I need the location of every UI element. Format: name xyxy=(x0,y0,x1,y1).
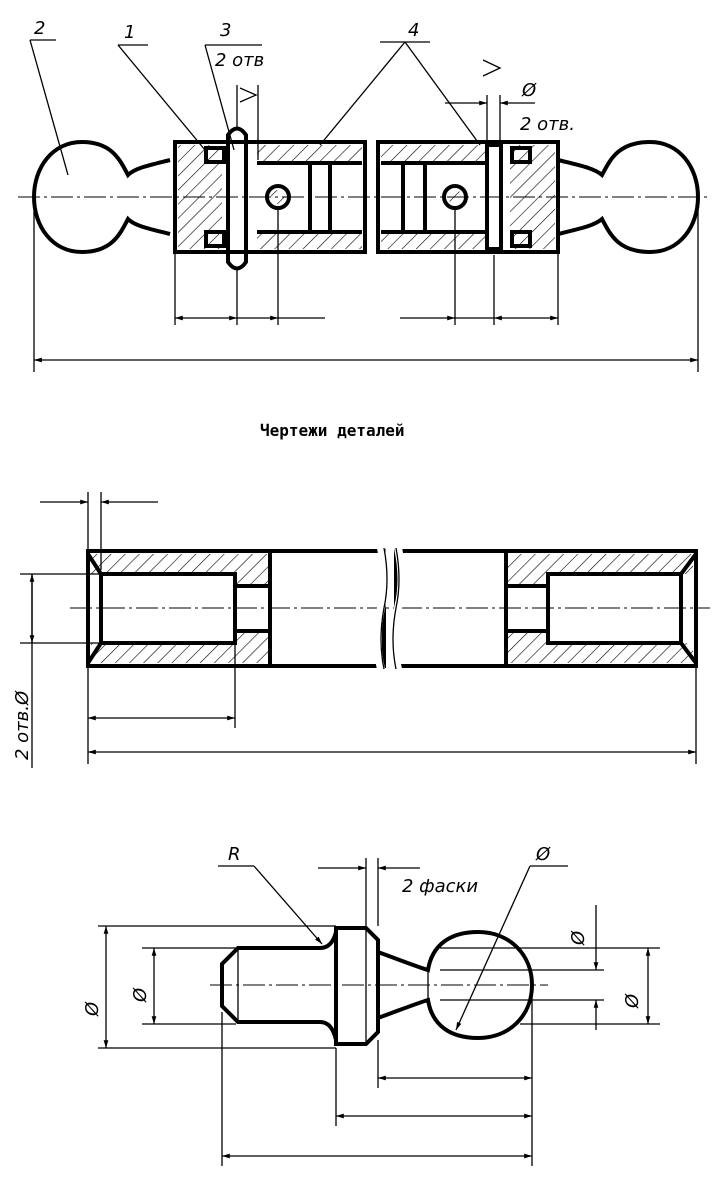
callout-2: 2 xyxy=(34,18,45,39)
neck-diameter-label: Ø xyxy=(568,930,589,946)
callout-4: 4 xyxy=(408,20,419,41)
pin-holes-right-note: 2 отв. xyxy=(520,114,575,135)
left-coupling-section xyxy=(173,126,367,271)
callout-1: 1 xyxy=(124,22,135,43)
tube-part: 2 отв.Ø xyxy=(12,492,710,768)
collar-diameter-label: Ø xyxy=(82,1001,103,1017)
ball-stud-part: R 2 фаски Ø Ø Ø Ø Ø xyxy=(82,844,660,1166)
right-coupling-section xyxy=(376,140,560,254)
assembly-dimensions xyxy=(29,39,699,372)
pin-holes-left-note: 2 отв xyxy=(215,50,264,71)
callout-3: 3 xyxy=(220,20,231,41)
shank-diameter-label: Ø xyxy=(130,987,151,1003)
radius-label: R xyxy=(228,844,241,865)
section-title: Чертежи деталей xyxy=(260,421,405,440)
tube-holes-note: 2 отв.Ø xyxy=(12,690,33,760)
right-ball-end xyxy=(557,139,701,255)
ball-diameter-label: Ø xyxy=(535,844,551,865)
left-ball-end xyxy=(31,139,171,255)
assembly-view: 2 1 3 2 отв 4 Ø 2 отв. xyxy=(18,18,710,372)
ball-width-label: Ø xyxy=(622,993,643,1009)
chamfers-label: 2 фаски xyxy=(402,876,478,897)
diameter-symbol: Ø xyxy=(521,80,537,101)
